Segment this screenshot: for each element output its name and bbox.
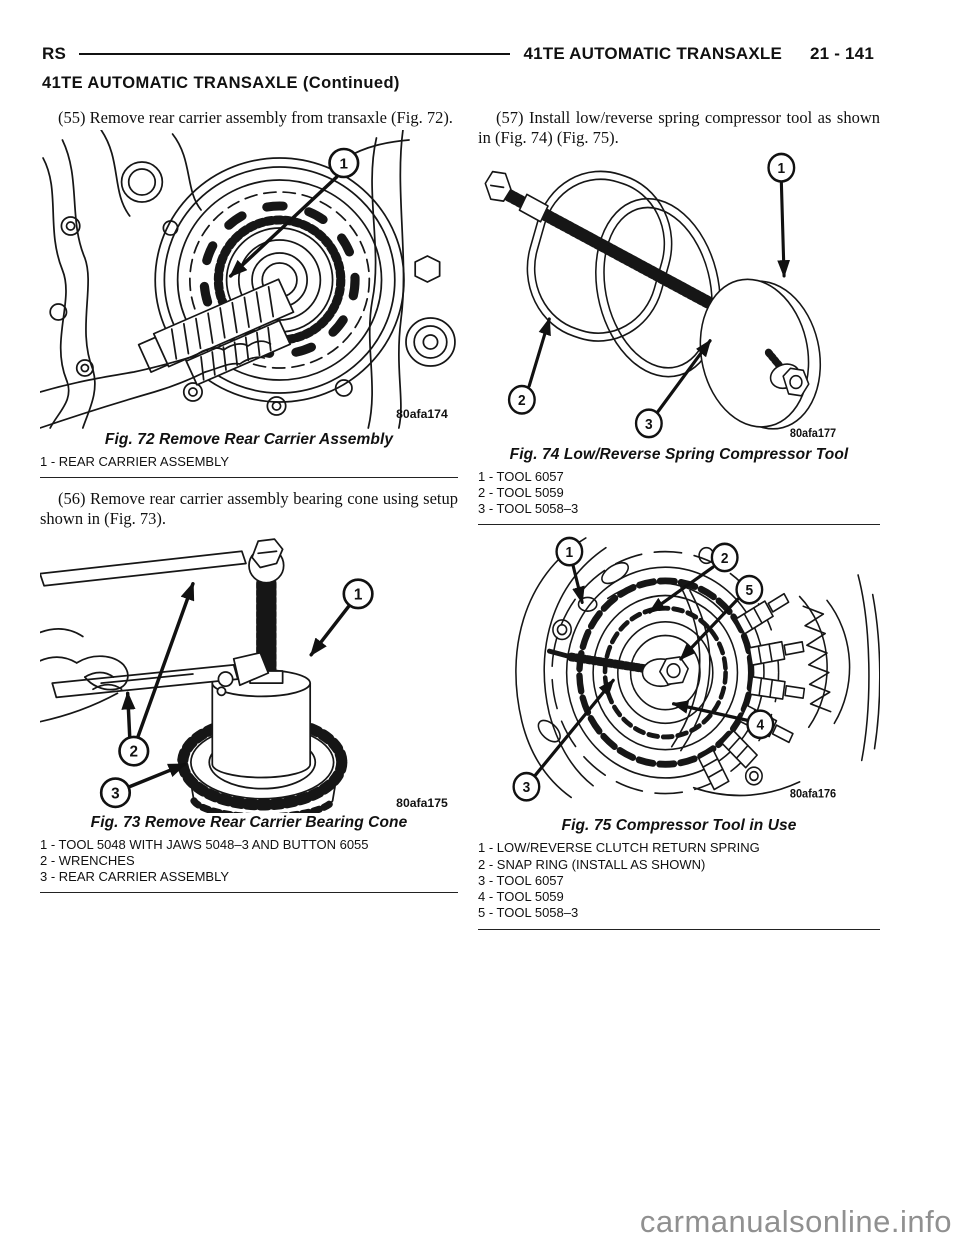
- legend-item: 1 - LOW/REVERSE CLUTCH RETURN SPRING: [478, 840, 760, 856]
- legend-item: 2 - TOOL 5059: [478, 484, 564, 500]
- svg-text:3: 3: [645, 416, 653, 433]
- svg-text:2: 2: [130, 743, 139, 760]
- legend-item: 3 - TOOL 5058–3: [478, 501, 579, 517]
- legend-item: 3 - REAR CARRIER ASSEMBLY: [40, 869, 230, 885]
- snap-ring: [606, 582, 726, 616]
- callout-3: 3: [634, 407, 663, 439]
- legend-item: 1 - TOOL 5048 WITH JAWS 5048–3 AND BUTTO…: [40, 836, 369, 852]
- svg-text:1: 1: [566, 545, 574, 562]
- svg-text:1: 1: [354, 586, 363, 603]
- center-nut: [641, 656, 689, 688]
- legend-item: 4 - TOOL 5059: [478, 889, 564, 905]
- callout-1: 1: [555, 537, 584, 567]
- svg-text:2: 2: [518, 392, 526, 409]
- compressor-bail: [670, 586, 711, 752]
- legend-item: 2 - SNAP RING (INSTALL AS SHOWN): [478, 856, 706, 872]
- page-header: RS 41TE AUTOMATIC TRANSAXLE 21 - 141: [42, 44, 874, 64]
- svg-text:2: 2: [721, 551, 729, 568]
- figure-72-legend: 1 - REAR CARRIER ASSEMBLY: [40, 453, 458, 479]
- watermark-text: carmanualsonline.info: [639, 1204, 952, 1239]
- svg-text:1: 1: [778, 160, 786, 177]
- callout-1: 1: [328, 147, 360, 179]
- nut-and-washer: [764, 348, 810, 397]
- legend-item: 1 - TOOL 6057: [478, 468, 564, 484]
- figure-74-code: 80afa177: [790, 427, 836, 439]
- legend-item: 3 - TOOL 6057: [478, 872, 564, 888]
- callout-3: 3: [99, 776, 132, 808]
- figure-73-illustration: 1 2 3 80afa175: [40, 537, 448, 813]
- hand-sketch: [40, 627, 129, 723]
- legend-item: 2 - WRENCHES: [40, 852, 135, 868]
- figure-72-caption: Fig. 72 Remove Rear Carrier Assembly: [104, 430, 394, 448]
- svg-text:3: 3: [111, 785, 120, 802]
- breaker-bar-wrench: [40, 537, 285, 587]
- adjustable-wrench: [51, 651, 270, 698]
- two-column-body: (55) Remove rear carrier assembly from t…: [40, 108, 880, 941]
- figure-74-legend: 1 - TOOL 6057 2 - TOOL 5059 3 - TOOL 505…: [478, 469, 880, 526]
- figure-75-caption: Fig. 75 Compressor Tool in Use: [561, 817, 797, 835]
- figure-74-caption: Fig. 74 Low/Reverse Spring Compressor To…: [509, 445, 849, 463]
- step-57-text: (57) Install low/reverse spring compress…: [478, 108, 880, 147]
- legend-item: 1 - REAR CARRIER ASSEMBLY: [40, 453, 230, 469]
- figure-73-caption: Fig. 73 Remove Rear Carrier Bearing Cone: [90, 813, 408, 831]
- hex-bolt-head: [484, 170, 512, 202]
- callout-5: 5: [735, 575, 764, 605]
- figure-75-legend: 1 - LOW/REVERSE CLUTCH RETURN SPRING 2 -…: [478, 840, 880, 930]
- compressor-ring: [595, 197, 721, 378]
- step-55-text: (55) Remove rear carrier assembly from t…: [58, 108, 453, 127]
- svg-text:3: 3: [523, 780, 531, 797]
- page-number: 21 - 141: [810, 44, 874, 63]
- figure-74: 1 2 3 80afa177 Fig. 74 Low/Reverse Sp: [478, 150, 880, 526]
- continued-heading: 41TE AUTOMATIC TRANSAXLE (Continued): [42, 74, 400, 92]
- figure-73-legend: 1 - TOOL 5048 WITH JAWS 5048–3 AND BUTTO…: [40, 837, 458, 894]
- right-column: (57) Install low/reverse spring compress…: [478, 108, 880, 941]
- callout-3: 3: [512, 772, 541, 803]
- splined-studs: [698, 593, 806, 791]
- figure-73: 1 2 3 80afa175 Fig. 73 Remove Rear Ca: [40, 531, 458, 894]
- model-code: RS: [42, 44, 67, 63]
- legend-item: 5 - TOOL 5058–3: [478, 905, 579, 921]
- callout-2: 2: [710, 542, 739, 573]
- figure-72-illustration: 1 80afa174: [40, 129, 456, 429]
- header-rule: [79, 53, 511, 55]
- rod-collar: [518, 193, 549, 223]
- svg-text:4: 4: [757, 718, 765, 735]
- section-title: 41TE AUTOMATIC TRANSAXLE: [523, 44, 783, 63]
- callout-1: 1: [342, 578, 374, 610]
- figure-73-code: 80afa175: [396, 796, 448, 810]
- compressor-bail: [526, 170, 673, 342]
- hand-sketch: [40, 340, 272, 429]
- figure-75-illustration: 1 2 5 4: [512, 537, 880, 803]
- callout-2: 2: [507, 384, 536, 415]
- step-56-text: (56) Remove rear carrier assembly bearin…: [40, 489, 458, 528]
- figure-74-illustration: 1 2 3 80afa177: [484, 152, 836, 440]
- figure-75: 1 2 5 4: [478, 536, 880, 930]
- svg-text:5: 5: [746, 583, 754, 600]
- callout-2: 2: [118, 735, 150, 767]
- rear-carrier-drum: [137, 278, 295, 386]
- callout-4: 4: [746, 709, 775, 740]
- left-column: (55) Remove rear carrier assembly from t…: [40, 108, 458, 941]
- figure-72: 1 80afa174 Fig. 72 Remove Rear Carrier A…: [40, 129, 458, 479]
- pressure-disc: [699, 278, 822, 430]
- figure-72-code: 80afa174: [396, 407, 448, 421]
- helical-gear: [798, 596, 851, 729]
- callout-1: 1: [767, 152, 796, 183]
- svg-text:1: 1: [340, 155, 349, 172]
- figure-75-code: 80afa176: [790, 789, 836, 801]
